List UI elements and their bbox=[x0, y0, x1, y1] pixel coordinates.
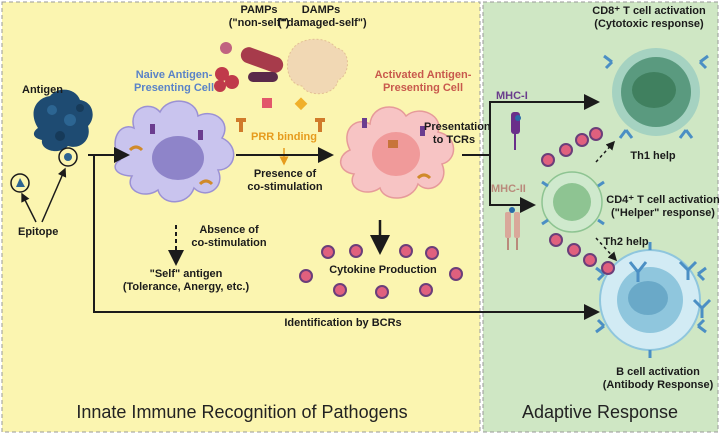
epitope-label: Epitope bbox=[18, 226, 59, 238]
cytokine-dot-icon bbox=[583, 253, 597, 267]
epitope-icon-small bbox=[16, 178, 25, 187]
antigen-label: Antigen bbox=[22, 84, 63, 96]
naive-apc-icon bbox=[114, 100, 235, 203]
arrow-to-mhc-branch bbox=[462, 94, 600, 156]
cytokine-dot-icon bbox=[321, 245, 335, 259]
cd8-activation-label: CD8⁺ T cell activation(Cytotoxic respons… bbox=[592, 5, 706, 30]
b-cell-icon bbox=[595, 242, 707, 358]
epitope-circle-right bbox=[58, 147, 78, 167]
arrow-bcr-path bbox=[93, 155, 600, 320]
cytokine-dot-icon bbox=[349, 244, 363, 258]
cytokine-production-label: Cytokine Production bbox=[329, 264, 437, 276]
cd8-t-cell-icon bbox=[603, 48, 709, 139]
cytokine-dot-icon bbox=[375, 285, 389, 299]
cytokine-dot-icon bbox=[575, 133, 589, 147]
cytokine-dot-icon bbox=[333, 283, 347, 297]
antibody-icon bbox=[678, 260, 698, 280]
cytokine-dot-icon bbox=[299, 269, 313, 283]
prr-binding-label: PRR binding bbox=[251, 131, 317, 143]
mhc1-receptor-icon bbox=[511, 112, 521, 150]
th2-help-label: Th2 help bbox=[603, 236, 649, 248]
antibody-icon bbox=[628, 261, 648, 282]
cd4-activation-label: CD4⁺ T cell activation("Helper" response… bbox=[606, 194, 720, 219]
cd4-t-cell-icon bbox=[541, 171, 605, 233]
prr-receptor-right bbox=[315, 118, 325, 132]
identification-bcrs-label: Identification by BCRs bbox=[284, 317, 402, 329]
cytokine-dot-icon bbox=[399, 244, 413, 258]
damps-debris-icon bbox=[286, 38, 348, 95]
arrow-th2 bbox=[595, 237, 618, 262]
cytokine-dot-icon bbox=[419, 283, 433, 297]
prr-receptor-left bbox=[236, 118, 246, 132]
arrow-th1 bbox=[595, 140, 616, 163]
adaptive-title: Adaptive Response bbox=[521, 402, 679, 422]
naive-apc-label: Naive Antigen-Presenting Cell bbox=[133, 69, 215, 94]
arrow-to-cd4 bbox=[489, 155, 536, 213]
innate-title: Innate Immune Recognition of Pathogens bbox=[76, 402, 408, 422]
th1-help-label: Th1 help bbox=[630, 150, 676, 162]
mhc1-label: MHC-I bbox=[496, 90, 528, 102]
cytokine-dot-icon bbox=[567, 243, 581, 257]
b-activation-label: B cell activation(Antibody Response) bbox=[602, 366, 714, 391]
damps-label: DAMPs("damaged-self") bbox=[278, 4, 367, 29]
activated-apc-icon bbox=[340, 106, 455, 199]
cytokine-dot-icon bbox=[559, 143, 573, 157]
cytokine-dot-icon bbox=[589, 127, 603, 141]
self-antigen-label: "Self" antigen(Tolerance, Anergy, etc.) bbox=[122, 268, 250, 293]
cytokine-dot-icon bbox=[425, 246, 439, 260]
pamps-bacteria-icon bbox=[214, 42, 284, 92]
cytokine-dot-icon bbox=[549, 233, 563, 247]
antibody-icon bbox=[692, 298, 712, 318]
pamps-label: PAMPs("non-self") bbox=[228, 4, 290, 29]
antigen-blob-icon bbox=[33, 89, 93, 152]
mhc2-receptor-icon bbox=[505, 207, 520, 250]
cytokine-dot-icon bbox=[541, 153, 555, 167]
cytokine-dot-icon bbox=[449, 267, 463, 281]
damp-ligand-icon bbox=[294, 97, 308, 111]
cytokine-dots bbox=[299, 127, 615, 299]
epitope-arrow-right bbox=[41, 167, 67, 223]
mhc2-label: MHC-II bbox=[491, 183, 526, 195]
epitope-circle-left bbox=[10, 173, 30, 193]
pamp-ligand-icon bbox=[262, 98, 272, 108]
epitope-icon bbox=[64, 153, 72, 161]
epitope-arrow-left bbox=[21, 192, 37, 223]
activated-apc-label: Activated Antigen-Presenting Cell bbox=[374, 69, 472, 94]
innate-panel bbox=[1, 1, 481, 433]
cytokine-dot-icon bbox=[601, 261, 615, 275]
